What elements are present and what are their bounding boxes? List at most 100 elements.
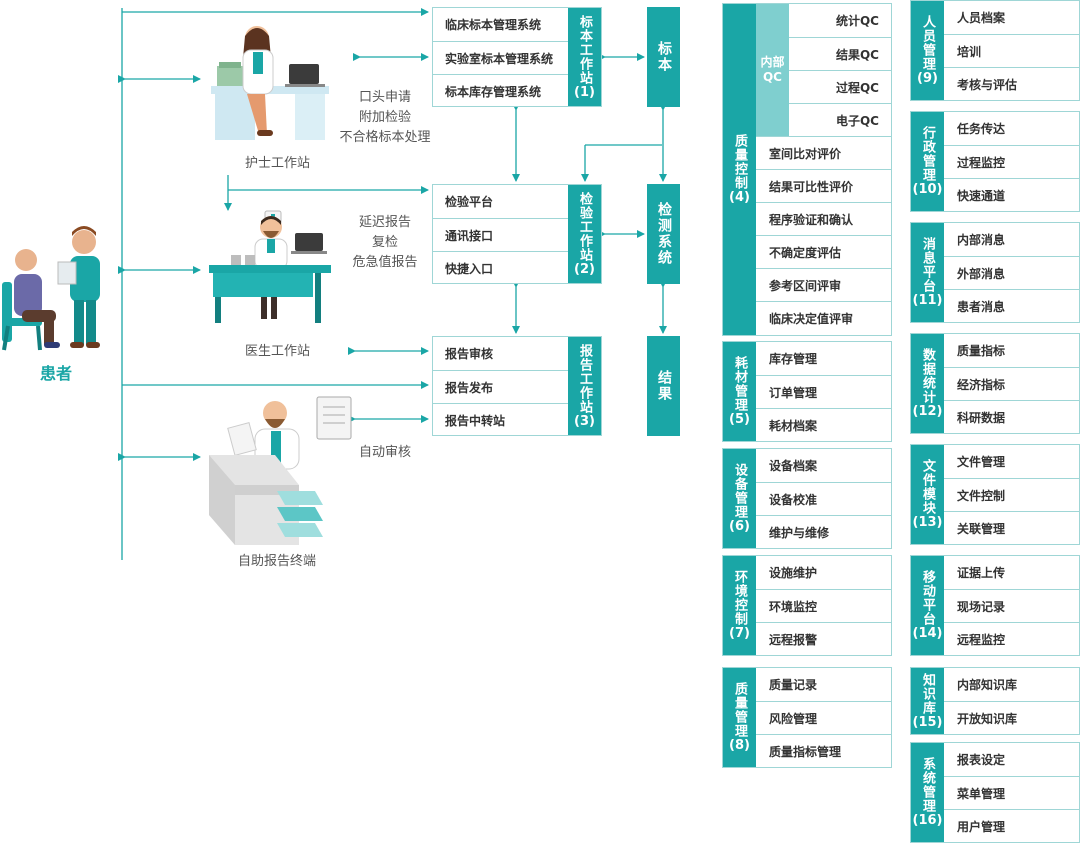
module-title-text: 质量管理 <box>732 682 747 738</box>
module-item[interactable]: 用户管理 <box>944 809 1079 842</box>
nurse-station-caption: 护士工作站 <box>245 156 311 171</box>
ws-item[interactable]: 报告中转站 <box>433 403 568 436</box>
module-environment: 环境控制 (7) 设施维护 环境监控 远程报警 <box>722 555 892 656</box>
ws-num: (3) <box>574 413 595 429</box>
qc-item[interactable]: 结果QC <box>789 37 891 70</box>
module-item[interactable]: 维护与维修 <box>756 515 891 548</box>
module-item[interactable]: 过程监控 <box>944 145 1079 178</box>
ws-title: 报告工作站 (3) <box>568 337 601 435</box>
ws-item[interactable]: 通讯接口 <box>433 218 568 251</box>
module-item[interactable]: 远程监控 <box>944 622 1079 655</box>
module-item[interactable]: 设施维护 <box>769 566 818 580</box>
module-num: (7) <box>729 626 750 641</box>
workstation-report: 报告审核 报告发布 报告中转站 报告工作站 (3) <box>432 336 602 436</box>
flow-result[interactable]: 结果 <box>647 336 680 436</box>
module-item[interactable]: 文件控制 <box>944 478 1079 511</box>
module-item[interactable]: 风险管理 <box>756 701 891 734</box>
module-num: (10) <box>912 182 943 197</box>
ws-num: (2) <box>574 261 595 277</box>
ws-item[interactable]: 检验平台 <box>445 195 494 209</box>
module-item[interactable]: 科研数据 <box>944 400 1079 433</box>
module-title-text: 环境控制 <box>732 570 747 626</box>
module-item[interactable]: 人员档案 <box>957 11 1006 25</box>
module-title-text: 设备管理 <box>732 463 747 519</box>
qc-item[interactable]: 临床决定值评审 <box>756 301 891 335</box>
module-title-text: 移动平台 <box>920 570 935 626</box>
module-item[interactable]: 耗材档案 <box>756 408 891 441</box>
note-text: 口头申请 <box>358 90 411 105</box>
module-title: 数据统计 (12) <box>911 334 944 433</box>
module-consumables: 耗材管理 (5) 库存管理 订单管理 耗材档案 <box>722 341 892 442</box>
module-system-management: 系统管理 (16) 报表设定 菜单管理 用户管理 <box>910 742 1080 843</box>
ws-item[interactable]: 实验室标本管理系统 <box>433 41 568 74</box>
module-item[interactable]: 文件管理 <box>957 455 1006 469</box>
module-item[interactable]: 培训 <box>944 34 1079 67</box>
module-item[interactable]: 任务传达 <box>957 122 1006 136</box>
module-item[interactable]: 菜单管理 <box>944 776 1079 809</box>
qc-item[interactable]: 电子QC <box>789 103 891 136</box>
ws-title-text: 检验工作站 <box>577 191 592 262</box>
module-quality-management: 质量管理 (8) 质量记录 风险管理 质量指标管理 <box>722 667 892 768</box>
qc-item[interactable]: 室间比对评价 <box>756 136 891 169</box>
module-item[interactable]: 现场记录 <box>944 589 1079 622</box>
note-text: 附加检验 <box>358 110 411 125</box>
module-item[interactable]: 设备档案 <box>769 459 818 473</box>
module-item[interactable]: 质量指标 <box>957 344 1006 358</box>
doctor-station-illustration <box>209 210 331 323</box>
module-title-text: 系统管理 <box>920 757 935 813</box>
module-personnel: 人员管理 (9) 人员档案 培训 考核与评估 <box>910 0 1080 101</box>
module-title: 耗材管理 (5) <box>723 342 756 441</box>
qc-item[interactable]: 程序验证和确认 <box>756 202 891 235</box>
module-mobile: 移动平台 (14) 证据上传 现场记录 远程监控 <box>910 555 1080 656</box>
note-text: 不合格标本处理 <box>339 130 431 145</box>
module-num: (5) <box>729 412 750 427</box>
internal-qc-text: 内部QC <box>760 55 785 84</box>
module-item[interactable]: 患者消息 <box>944 289 1079 322</box>
module-title: 质量管理 (8) <box>723 668 756 767</box>
ws-title-text: 报告工作站 <box>577 343 592 414</box>
flow-testing-system[interactable]: 检测系统 <box>647 184 680 284</box>
qc-item[interactable]: 参考区间评审 <box>756 268 891 301</box>
qc-item[interactable]: 不确定度评估 <box>756 235 891 268</box>
ws-item[interactable]: 快捷入口 <box>433 251 568 284</box>
nurse-station-illustration <box>211 26 329 140</box>
module-item[interactable]: 报表设定 <box>957 753 1006 767</box>
module-item[interactable]: 考核与评估 <box>944 67 1079 100</box>
qc-item[interactable]: 过程QC <box>789 70 891 103</box>
module-item[interactable]: 库存管理 <box>769 352 818 366</box>
module-item[interactable]: 关联管理 <box>944 511 1079 544</box>
module-title-text: 数据统计 <box>920 348 935 404</box>
module-title-text: 质量控制 <box>732 134 747 190</box>
ws-item[interactable]: 报告发布 <box>433 370 568 403</box>
ws-item[interactable]: 临床标本管理系统 <box>445 18 542 32</box>
qc-item[interactable]: 结果可比性评价 <box>756 169 891 202</box>
module-num: (11) <box>912 293 943 308</box>
qc-item[interactable]: 统计QC <box>835 14 879 28</box>
module-item[interactable]: 证据上传 <box>957 566 1006 580</box>
module-item[interactable]: 经济指标 <box>944 367 1079 400</box>
module-item[interactable]: 快速通道 <box>944 178 1079 211</box>
module-item[interactable]: 外部消息 <box>944 256 1079 289</box>
note-text: 复检 <box>371 235 398 250</box>
module-title-text: 消息平台 <box>920 237 935 293</box>
module-item[interactable]: 订单管理 <box>756 375 891 408</box>
module-item[interactable]: 质量指标管理 <box>756 734 891 767</box>
module-item[interactable]: 质量记录 <box>769 678 818 692</box>
module-item[interactable]: 开放知识库 <box>944 701 1079 734</box>
module-title: 行政管理 (10) <box>911 112 944 211</box>
module-item[interactable]: 内部知识库 <box>957 678 1018 692</box>
module-item[interactable]: 环境监控 <box>756 589 891 622</box>
flow-sample[interactable]: 标本 <box>647 7 680 107</box>
ws-item[interactable]: 报告审核 <box>445 347 494 361</box>
module-item[interactable]: 设备校准 <box>756 482 891 515</box>
module-administration: 行政管理 (10) 任务传达 过程监控 快速通道 <box>910 111 1080 212</box>
ws-title-text: 标本工作站 <box>577 14 592 85</box>
module-item[interactable]: 远程报警 <box>756 622 891 655</box>
module-quality-control: 质量控制 (4) 内部QC 统计QC 结果QC 过程QC 电子QC 室间比对评价… <box>722 3 892 336</box>
module-equipment: 设备管理 (6) 设备档案 设备校准 维护与维修 <box>722 448 892 549</box>
module-title-text: 文件模块 <box>920 459 935 515</box>
kiosk-illustration <box>209 396 352 545</box>
ws-item[interactable]: 标本库存管理系统 <box>433 74 568 107</box>
module-item[interactable]: 内部消息 <box>957 233 1006 247</box>
